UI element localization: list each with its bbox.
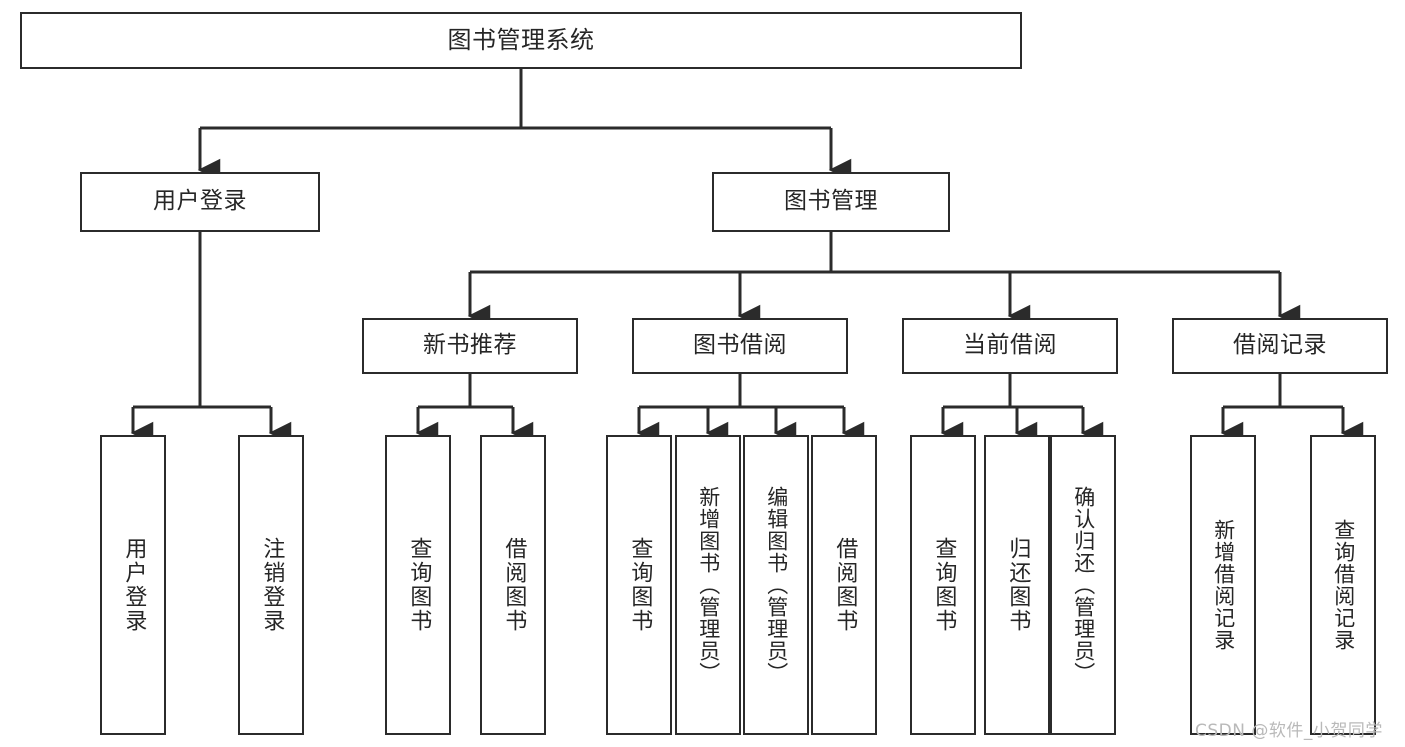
node-label: 当前借阅	[963, 332, 1057, 359]
node-label: 借阅记录	[1233, 332, 1327, 359]
leaf-leaf-logout[interactable]: 注销登录	[238, 435, 304, 735]
leaf-leaf-return-book[interactable]: 归还图书	[984, 435, 1050, 735]
leaf-leaf-query-book-2[interactable]: 查询图书	[606, 435, 672, 735]
node-label: 查询图书	[931, 537, 957, 633]
node-borrow-record[interactable]: 借阅记录	[1172, 318, 1388, 374]
leaf-leaf-edit-book-admin[interactable]: 编辑图书（管理员）	[743, 435, 809, 735]
node-label: 图书管理系统	[447, 26, 595, 55]
node-user-login[interactable]: 用户登录	[80, 172, 320, 232]
node-label: 借阅图书	[501, 537, 527, 633]
node-label: 图书借阅	[693, 332, 787, 359]
leaf-leaf-add-record[interactable]: 新增借阅记录	[1190, 435, 1256, 735]
leaf-leaf-borrow-book-2[interactable]: 借阅图书	[811, 435, 877, 735]
leaf-leaf-query-record[interactable]: 查询借阅记录	[1310, 435, 1376, 735]
node-label: 确认归还（管理员）	[1071, 486, 1096, 684]
node-label: 查询图书	[627, 537, 653, 633]
node-label: 编辑图书（管理员）	[764, 486, 789, 684]
node-root[interactable]: 图书管理系统	[20, 12, 1022, 69]
leaf-leaf-query-book-1[interactable]: 查询图书	[385, 435, 451, 735]
node-label: 借阅图书	[832, 537, 858, 633]
node-label: 查询借阅记录	[1331, 519, 1356, 651]
node-label: 图书管理	[784, 188, 878, 215]
node-label: 归还图书	[1005, 537, 1031, 633]
node-label: 注销登录	[259, 537, 285, 633]
leaf-leaf-add-book-admin[interactable]: 新增图书（管理员）	[675, 435, 741, 735]
leaf-leaf-confirm-return[interactable]: 确认归还（管理员）	[1050, 435, 1116, 735]
leaf-leaf-borrow-book-1[interactable]: 借阅图书	[480, 435, 546, 735]
csdn-watermark: CSDN @软件_小贺同学	[1195, 721, 1383, 741]
node-label: 新书推荐	[423, 332, 517, 359]
node-label: 新增图书（管理员）	[696, 486, 721, 684]
node-label: 新增借阅记录	[1211, 519, 1236, 651]
leaf-leaf-user-login[interactable]: 用户登录	[100, 435, 166, 735]
node-current-borrow[interactable]: 当前借阅	[902, 318, 1118, 374]
leaf-leaf-query-book-3[interactable]: 查询图书	[910, 435, 976, 735]
node-label: 查询图书	[406, 537, 432, 633]
node-label: 用户登录	[121, 537, 147, 633]
node-book-borrow[interactable]: 图书借阅	[632, 318, 848, 374]
node-book-manage[interactable]: 图书管理	[712, 172, 950, 232]
node-new-book-recommend[interactable]: 新书推荐	[362, 318, 578, 374]
node-label: 用户登录	[153, 188, 247, 215]
